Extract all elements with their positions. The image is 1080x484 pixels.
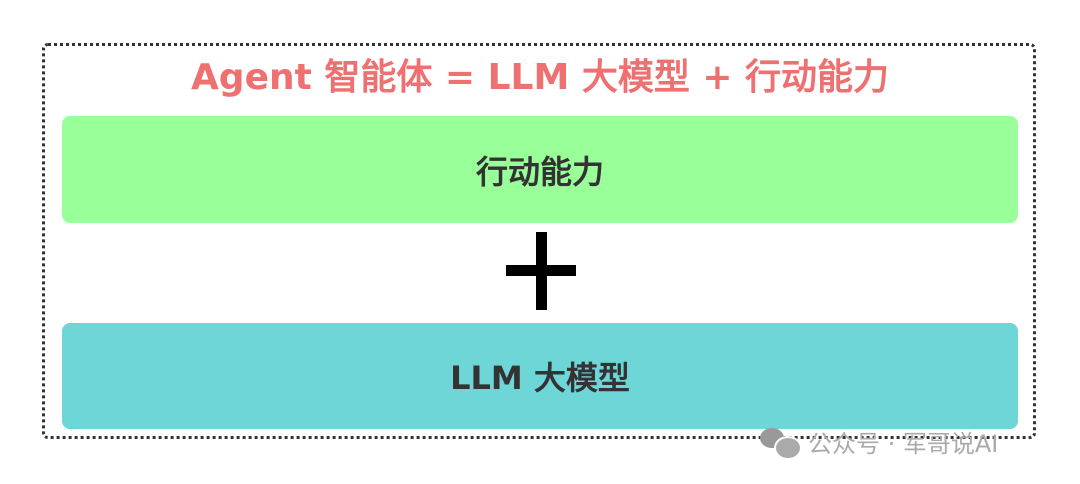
- wechat-icon: [760, 426, 802, 460]
- llm-box: LLM 大模型: [62, 323, 1018, 429]
- action-capability-label: 行动能力: [475, 152, 604, 191]
- watermark: 公众号 · 军哥说AI: [760, 424, 999, 460]
- plus-icon: [506, 232, 576, 310]
- diagram-title: Agent 智能体 = LLM 大模型 + 行动能力: [190, 57, 890, 98]
- llm-label: LLM 大模型: [450, 359, 630, 397]
- watermark-text: 公众号 · 军哥说AI: [808, 430, 999, 458]
- dotted-frame: [42, 43, 1036, 439]
- action-capability-box: 行动能力: [62, 116, 1018, 223]
